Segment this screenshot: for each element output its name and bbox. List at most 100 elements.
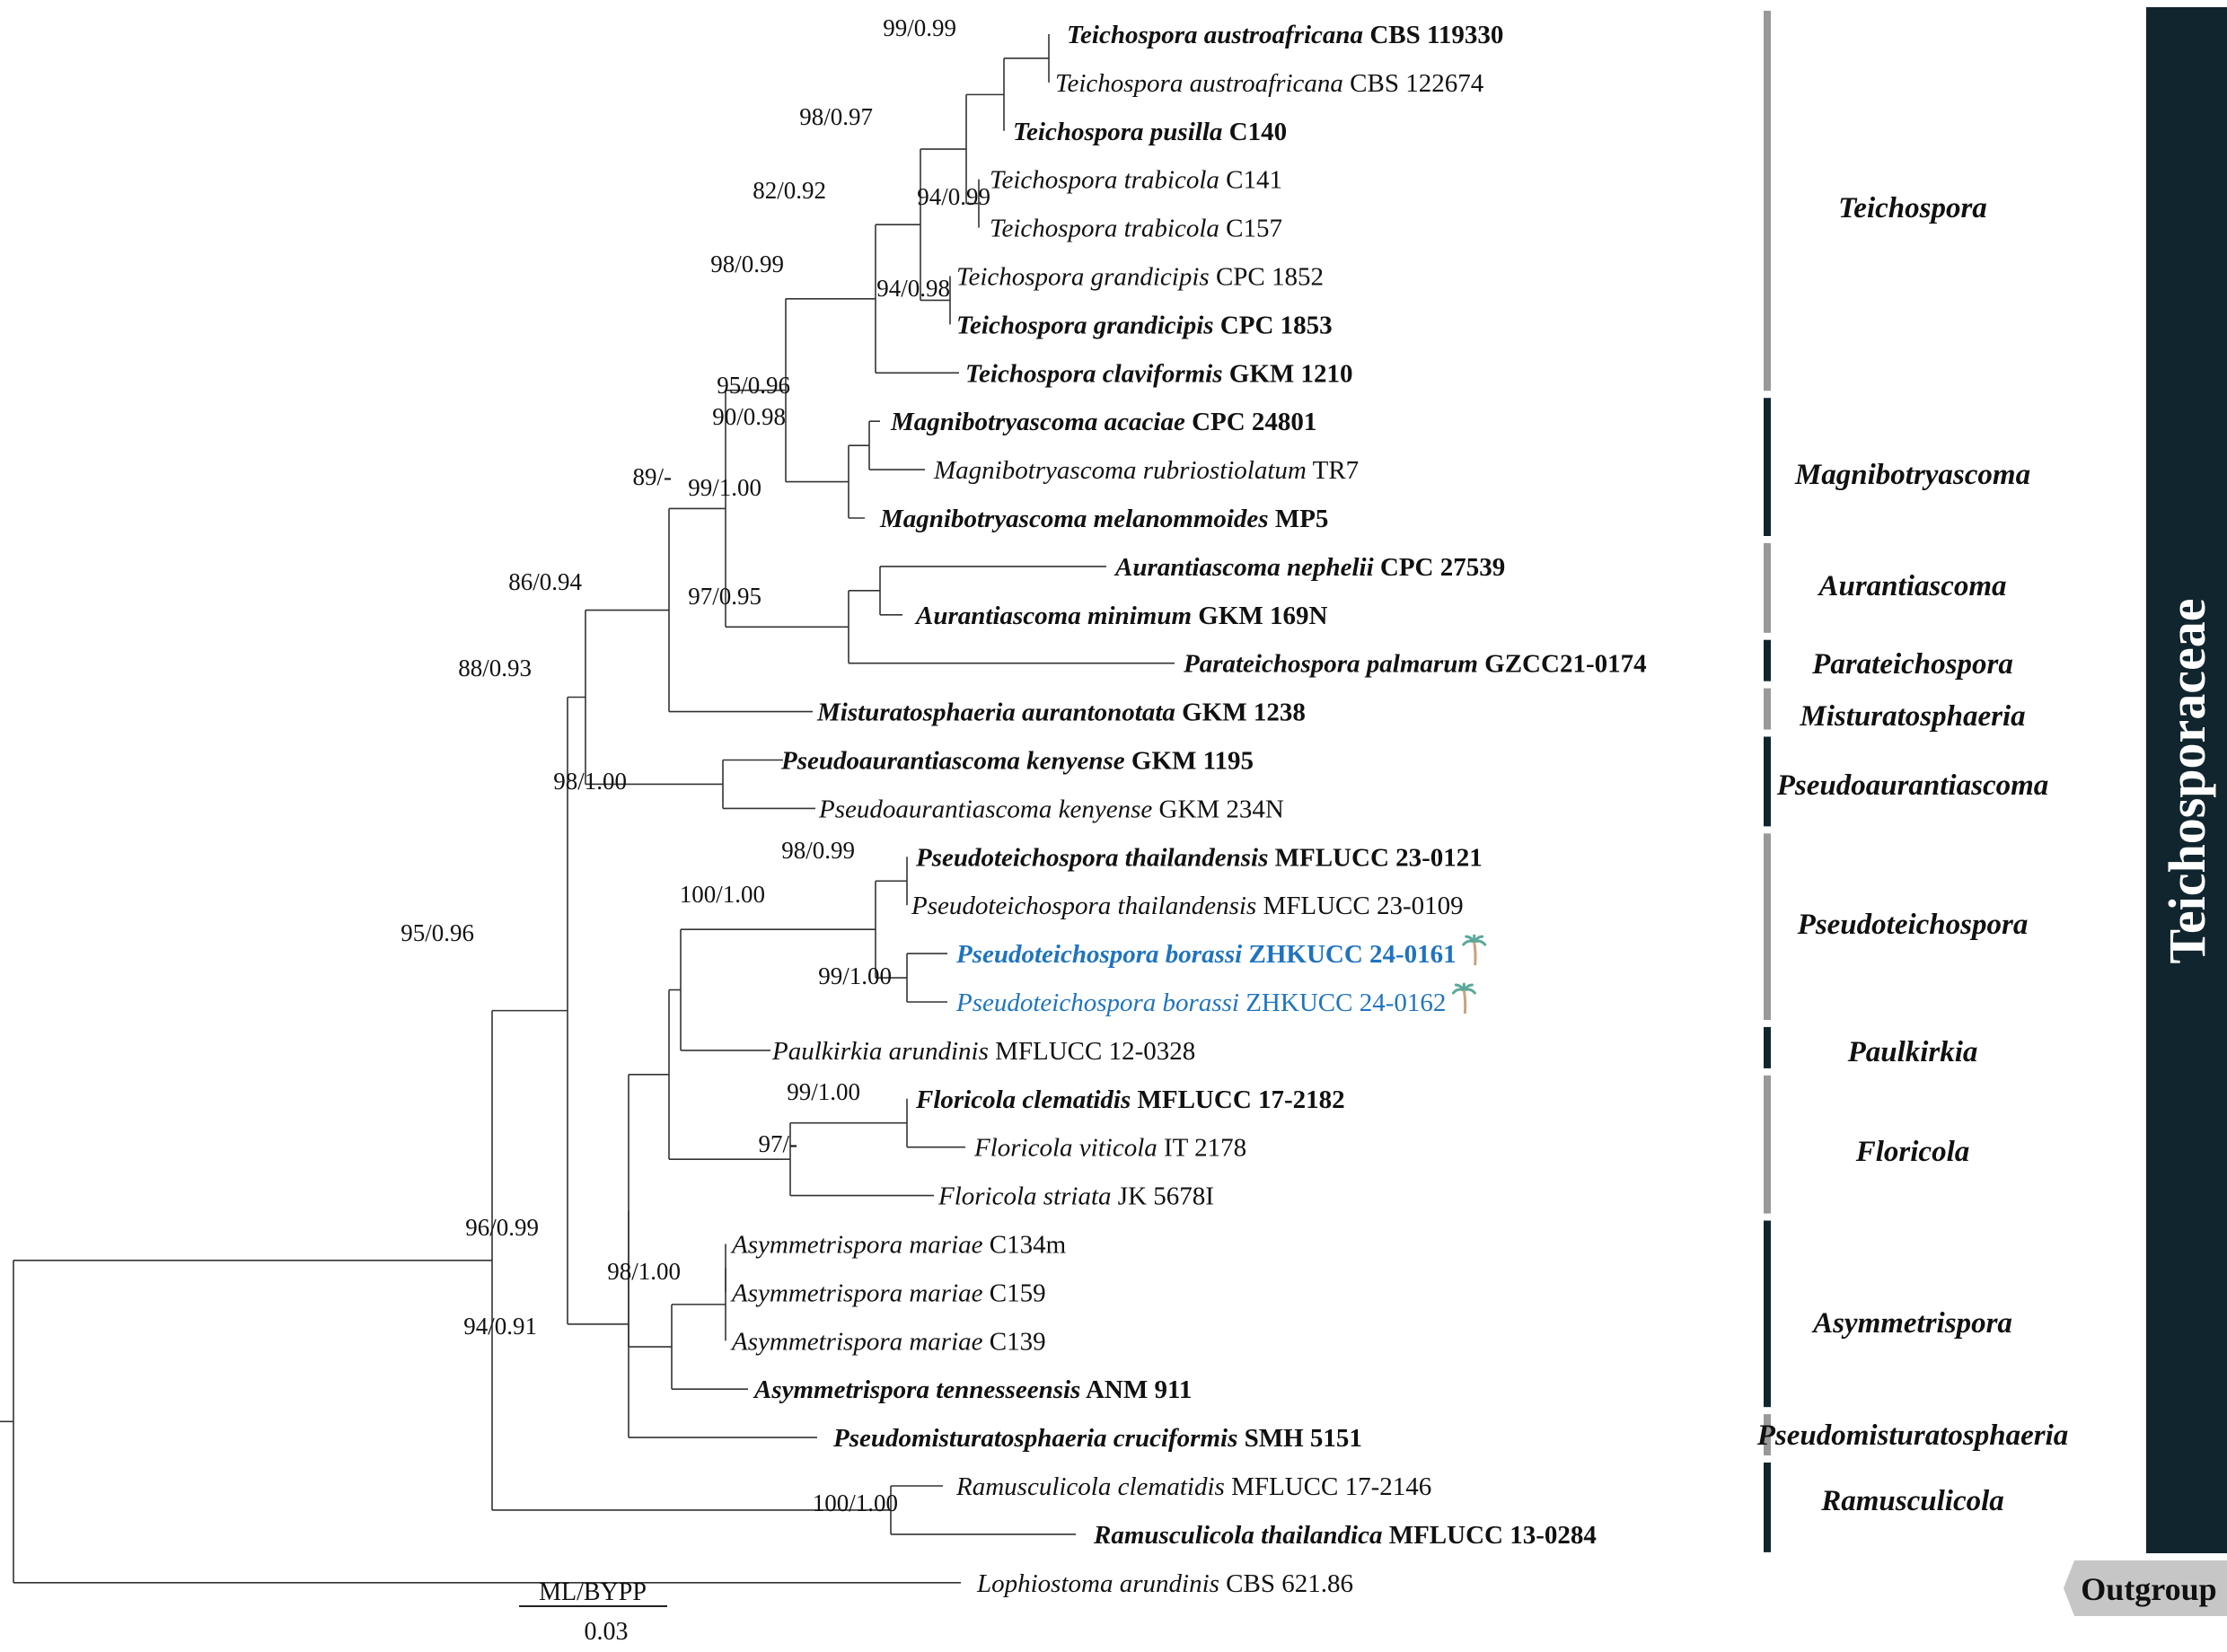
taxon-strain: MFLUCC 13-0284 <box>1382 1521 1596 1550</box>
support-value: 94/0.99 <box>917 183 990 210</box>
clade-bar <box>1764 688 1771 730</box>
taxon-strain: ANM 911 <box>1080 1375 1192 1404</box>
taxon-species-name: Parateichospora palmarum <box>1183 650 1478 679</box>
taxon-species-name: Ramusculicola thailandica <box>1093 1521 1382 1550</box>
support-value: 96/0.99 <box>465 1214 539 1241</box>
taxon-species-name: Teichospora austroafricana <box>1055 69 1343 98</box>
clade-bar <box>1764 639 1771 681</box>
taxon-species-name: Pseudoteichospora borassi <box>955 940 1242 969</box>
taxon-label: Teichospora claviformis GKM 1210 <box>965 359 1353 388</box>
taxon-label: Teichospora pusilla C140 <box>1013 118 1287 146</box>
support-value: 98/1.00 <box>607 1258 681 1285</box>
scale-value: 0.03 <box>585 1618 629 1646</box>
taxon-label: Pseudoaurantiascoma kenyense GKM 1195 <box>780 747 1254 776</box>
taxon-species-name: Asymmetrispora mariae <box>730 1279 983 1307</box>
taxon-strain: MFLUCC 23-0121 <box>1268 843 1482 872</box>
taxon-label: Parateichospora palmarum GZCC21-0174 <box>1183 650 1647 679</box>
family-label: Teichosporaceae <box>2158 598 2216 963</box>
taxon-strain: MP5 <box>1269 505 1329 533</box>
taxon-strain: C141 <box>1219 166 1282 195</box>
support-value: 99/0.99 <box>883 14 956 41</box>
clade-name: Paulkirkia <box>1847 1036 1978 1068</box>
taxon-label: Asymmetrispora mariae C139 <box>730 1327 1046 1356</box>
support-value: 99/1.00 <box>818 962 892 989</box>
taxon-species-name: Aurantiascoma nephelii <box>1114 553 1374 582</box>
taxon-species-name: Pseudoteichospora borassi <box>955 989 1239 1017</box>
taxon-strain: CPC 24801 <box>1185 408 1317 436</box>
taxon-strain: GZCC21-0174 <box>1478 650 1647 679</box>
clade-name: Ramusculicola <box>1820 1485 2004 1517</box>
taxon-strain: JK 5678I <box>1112 1182 1214 1211</box>
support-value: 97/- <box>759 1130 798 1157</box>
taxon-label: Teichospora austroafricana CBS 119330 <box>1067 21 1503 49</box>
support-value: 97/0.95 <box>688 583 761 610</box>
taxon-strain: CPC 1853 <box>1214 311 1333 339</box>
taxon-strain: GKM 1195 <box>1125 747 1254 776</box>
taxon-label: Teichospora trabicola C157 <box>990 215 1282 243</box>
taxon-species-name: Pseudoaurantiascoma kenyense <box>818 795 1152 823</box>
taxon-label: Magnibotryascoma acaciae CPC 24801 <box>890 408 1316 436</box>
taxon-strain: C157 <box>1219 215 1282 243</box>
outgroup-box <box>2064 1560 2227 1616</box>
taxon-label: Asymmetrispora mariae C134m <box>730 1231 1067 1260</box>
clade-bar <box>1764 1026 1771 1068</box>
taxon-label: Ramusculicola thailandica MFLUCC 13-0284 <box>1093 1521 1597 1550</box>
taxon-strain: GKM 234N <box>1152 795 1284 823</box>
taxon-label: Floricola clematidis MFLUCC 17-2182 <box>915 1085 1345 1114</box>
taxon-strain: GKM 1210 <box>1223 359 1353 388</box>
clade-name: Pseudoaurantiascoma <box>1776 769 2049 802</box>
taxon-species-name: Paulkirkia arundinis <box>771 1037 989 1066</box>
taxon-label: Magnibotryascoma rubriostiolatum TR7 <box>933 456 1359 485</box>
taxon-label: Teichospora trabicola C141 <box>990 166 1282 195</box>
clade-bar <box>1764 833 1771 1020</box>
taxon-label: Pseudoteichospora borassi ZHKUCC 24-0162 <box>955 989 1446 1017</box>
taxon-strain: MFLUCC 12-0328 <box>989 1037 1195 1066</box>
taxon-strain: CBS 119330 <box>1363 21 1503 49</box>
taxon-strain: SMH 5151 <box>1237 1424 1362 1453</box>
taxon-label: Floricola striata JK 5678I <box>937 1182 1214 1211</box>
support-value: 94/0.98 <box>876 275 950 302</box>
clade-bar <box>1764 736 1771 827</box>
support-value: 100/1.00 <box>680 881 765 908</box>
clade-bar <box>1764 542 1771 633</box>
clade-name: Floricola <box>1855 1136 1970 1168</box>
support-value: 89/- <box>633 463 673 490</box>
support-value: 99/1.00 <box>688 474 761 501</box>
taxon-label: Floricola viticola IT 2178 <box>973 1134 1246 1163</box>
taxon-label: Pseudoteichospora thailandensis MFLUCC 2… <box>915 843 1483 872</box>
clade-bar <box>1764 1414 1771 1456</box>
support-value: 95/0.96 <box>401 919 474 946</box>
taxon-label: Misturatosphaeria aurantonotata GKM 1238 <box>816 699 1306 727</box>
taxon-label: Pseudoteichospora thailandensis MFLUCC 2… <box>911 892 1464 920</box>
support-value: 98/0.97 <box>799 103 873 130</box>
tree-branches <box>0 34 1175 1584</box>
taxon-species-name: Pseudoteichospora thailandensis <box>911 892 1256 920</box>
support-value: 88/0.93 <box>458 655 532 681</box>
taxon-strain: GKM 1238 <box>1175 699 1306 727</box>
taxon-label: Ramusculicola clematidis MFLUCC 17-2146 <box>955 1472 1431 1501</box>
taxon-species-name: Magnibotryascoma melanommoides <box>879 505 1269 533</box>
taxon-species-name: Teichospora trabicola <box>990 215 1219 243</box>
family-band <box>2146 7 2227 1553</box>
taxon-strain: C139 <box>983 1327 1046 1356</box>
support-value: 95/0.96 <box>717 372 790 399</box>
support-value: 86/0.94 <box>508 568 582 595</box>
clade-name: Aurantiascoma <box>1817 570 2006 602</box>
taxon-strain: CBS 621.86 <box>1219 1569 1353 1598</box>
taxon-strain: MFLUCC 17-2182 <box>1131 1085 1344 1114</box>
clade-bar <box>1764 1220 1771 1408</box>
taxon-strain: CPC 27539 <box>1374 553 1506 582</box>
taxon-label: Teichospora grandicipis CPC 1852 <box>956 263 1324 292</box>
clade-name: Teichospora <box>1838 192 1987 224</box>
taxon-species-name: Teichospora austroafricana <box>1067 21 1363 49</box>
taxon-species-name: Floricola viticola <box>973 1134 1158 1163</box>
support-value: 98/0.99 <box>781 837 855 864</box>
taxon-strain: CPC 1852 <box>1210 263 1324 292</box>
clade-bar <box>1764 11 1771 391</box>
taxon-label: Teichospora grandicipis CPC 1853 <box>956 311 1333 339</box>
support-value: 98/1.00 <box>553 768 627 795</box>
taxon-label: Lophiostoma arundinis CBS 621.86 <box>976 1569 1353 1598</box>
clade-bar <box>1764 1463 1771 1552</box>
clade-bar <box>1764 398 1771 536</box>
